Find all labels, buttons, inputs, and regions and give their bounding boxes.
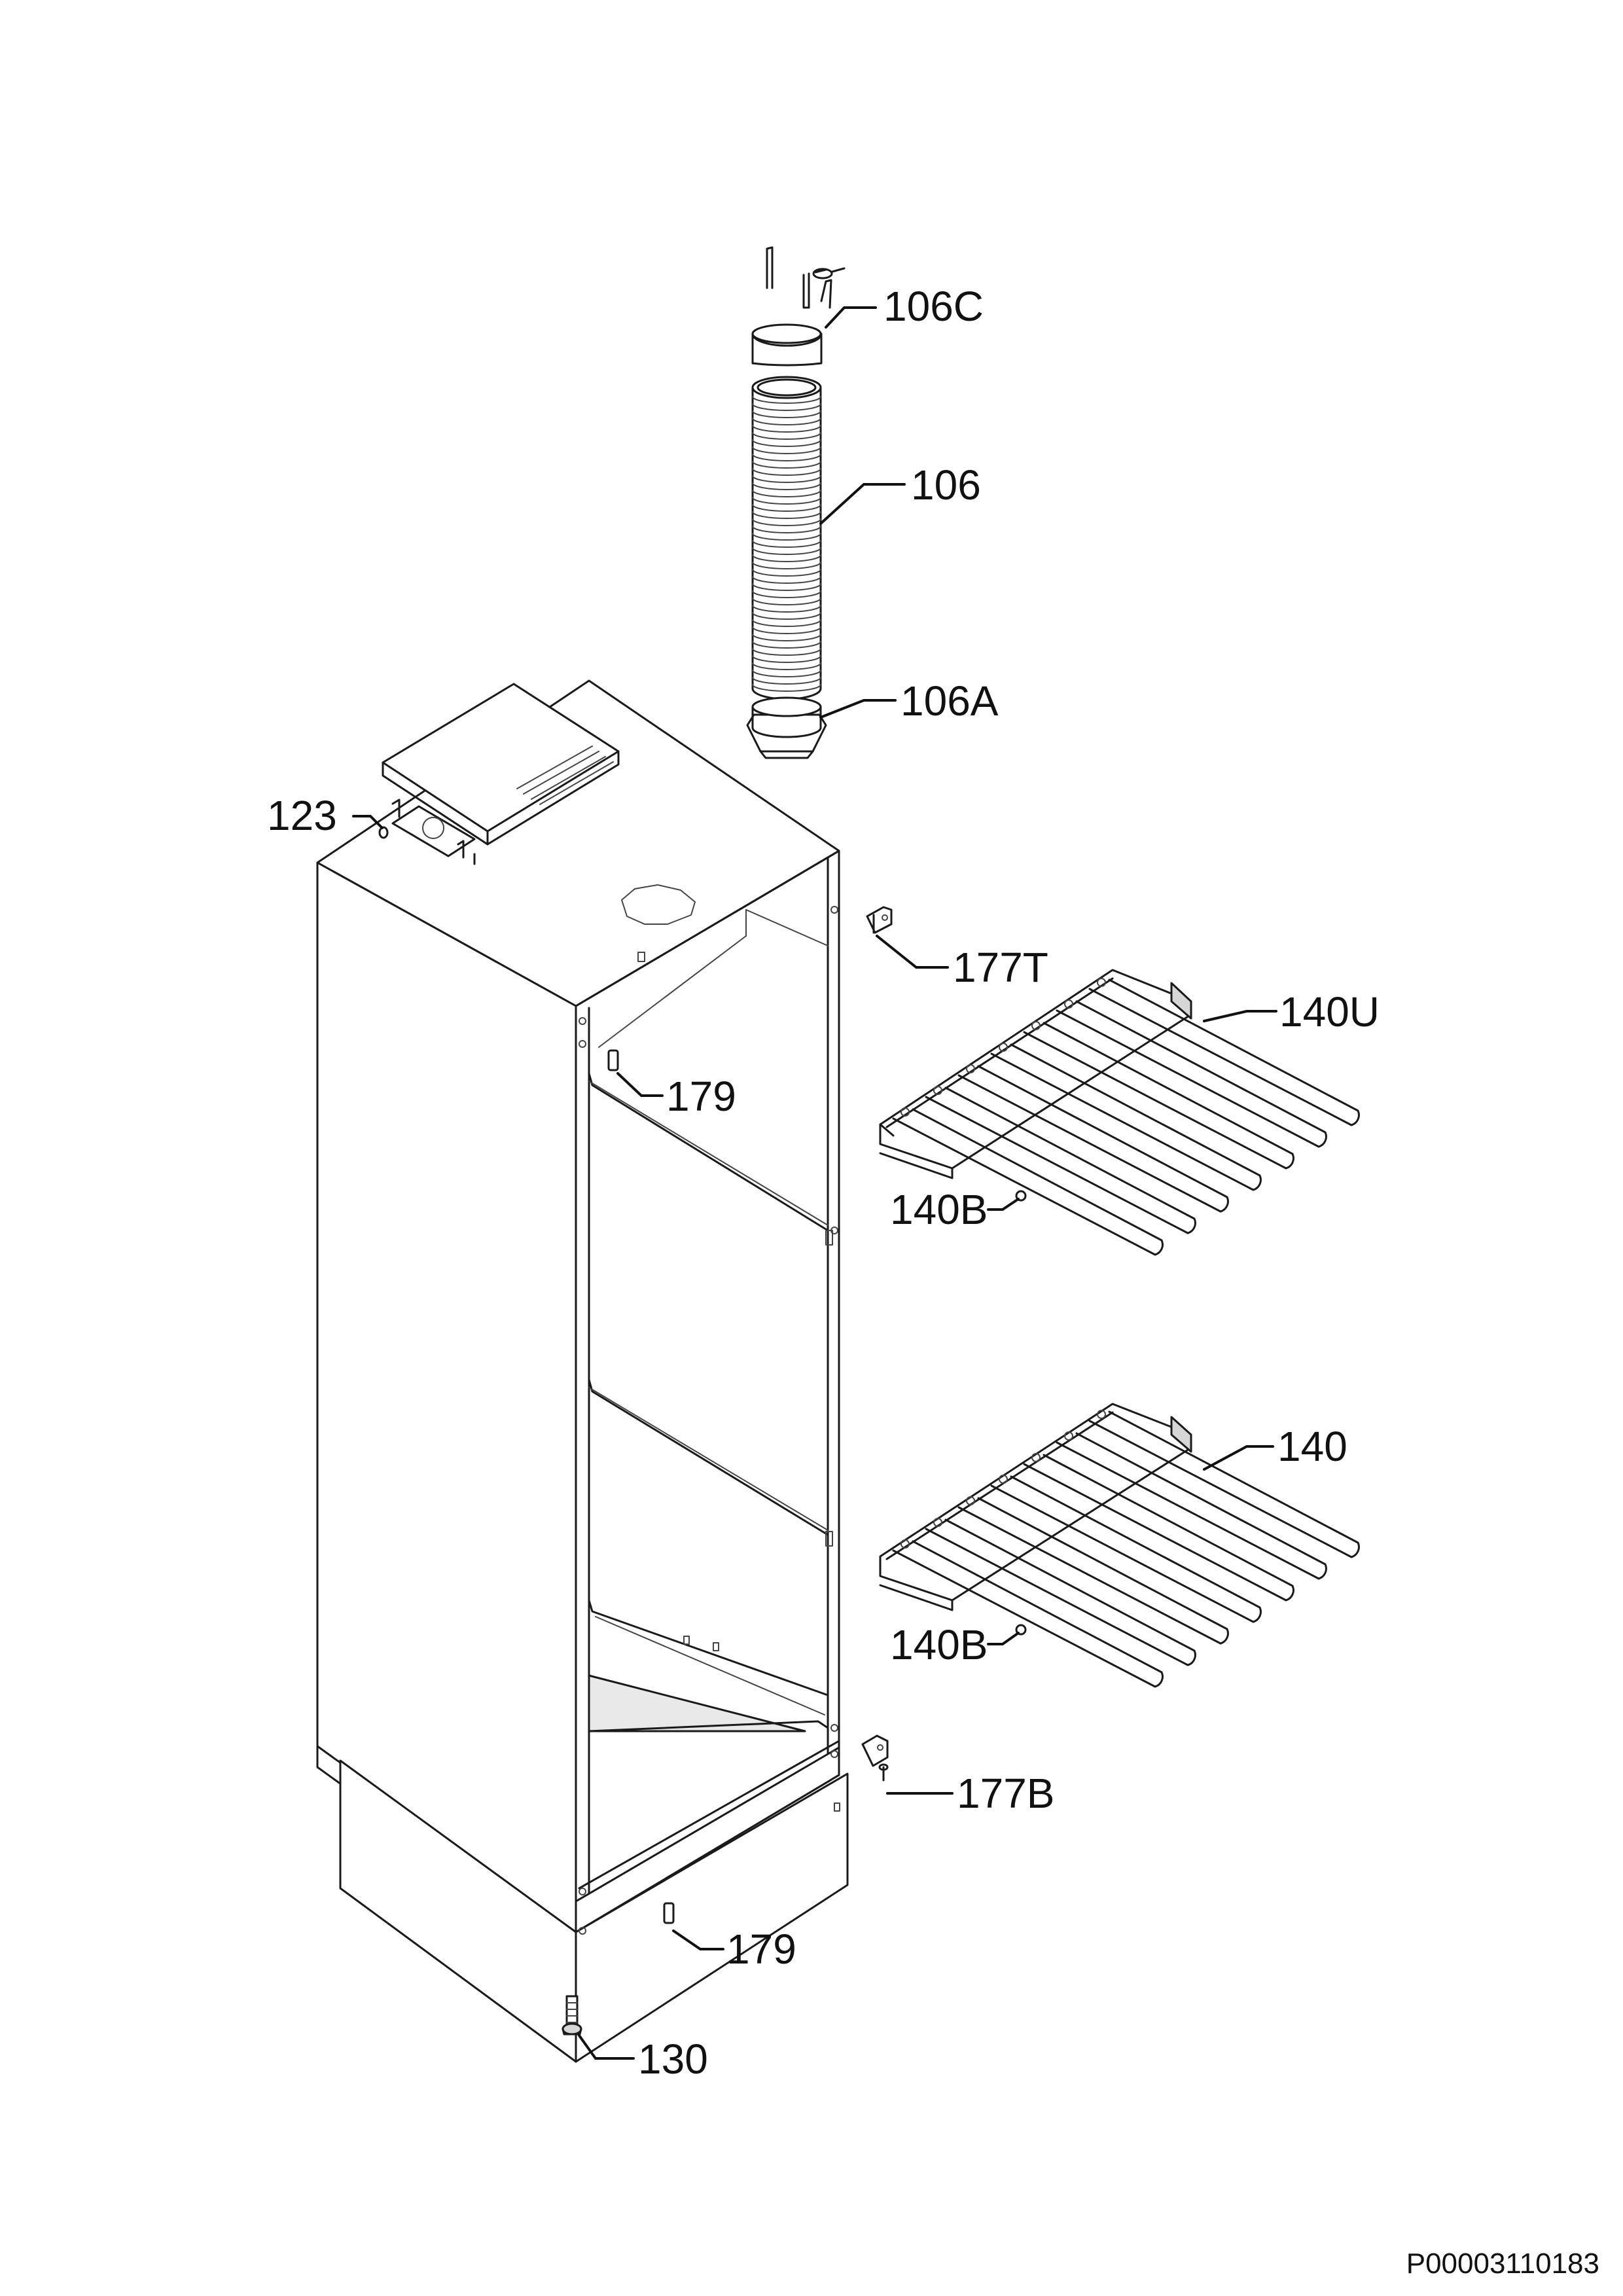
rod-mount: [933, 1518, 942, 1527]
callout-140u: 140U: [1279, 988, 1380, 1035]
rack-rod: [957, 1065, 1229, 1213]
bracket-177b: [861, 1734, 889, 1782]
hose-rib: [752, 626, 821, 634]
rack-rod: [1088, 978, 1360, 1126]
tall-housing-cabinet: [316, 679, 849, 2063]
callout-130: 130: [638, 2036, 708, 2083]
hose-rib: [752, 662, 821, 670]
rack-rod: [990, 1475, 1262, 1623]
rack-rod: [1056, 1000, 1327, 1148]
hose-rib: [752, 598, 821, 605]
document-id: P00003110183: [1406, 2248, 1599, 2280]
callout-140b-upper: 140B: [890, 1186, 988, 1233]
rack-rod: [925, 1518, 1196, 1666]
rack-rod: [892, 1540, 1164, 1688]
hose-rib: [752, 634, 821, 641]
hose-rib: [752, 511, 821, 519]
hose-rib: [752, 655, 821, 663]
rod-mount: [999, 1043, 1008, 1052]
callout-177t: 177T: [953, 944, 1048, 991]
hose-rib: [752, 612, 821, 620]
hose-rib: [752, 461, 821, 469]
callout-106c: 106C: [883, 283, 984, 330]
hose-rib: [752, 410, 821, 418]
hose-rib: [752, 396, 821, 404]
callout-179-top: 179: [666, 1073, 736, 1120]
rack-rod: [1023, 1454, 1294, 1602]
hose-rib: [752, 554, 821, 562]
callout-140b-lower: 140B: [890, 1621, 988, 1668]
pullout-rack-140u: [879, 969, 1360, 1256]
rod-mount: [1064, 999, 1073, 1009]
callout-106a: 106A: [901, 677, 999, 725]
rod-mount: [901, 1539, 910, 1549]
rod-mount: [966, 1064, 975, 1073]
hose-rib: [752, 468, 821, 476]
hose-rib: [752, 454, 821, 461]
hose-rib: [752, 439, 821, 447]
hose-rib: [752, 533, 821, 541]
hose-rib: [752, 569, 821, 577]
hose-rib: [752, 446, 821, 454]
rack-rod: [925, 1086, 1196, 1234]
clip-179-top: [607, 1049, 619, 1071]
rack-rod: [892, 1108, 1164, 1256]
hose-rib: [752, 526, 821, 533]
rack-rod: [990, 1043, 1262, 1191]
duct-clamp-ring: [751, 246, 846, 367]
bracket-177t: [866, 906, 893, 934]
rod-mount: [901, 1107, 910, 1117]
leader-lines: [352, 306, 1277, 2060]
hose-rib: [752, 562, 821, 569]
rod-mount: [1064, 1431, 1073, 1441]
rod-mount: [1097, 978, 1106, 987]
hose-rib: [752, 403, 821, 411]
hose-rib: [752, 641, 821, 649]
rod-mount: [1097, 1410, 1106, 1419]
rod-mount: [999, 1475, 1008, 1484]
callout-177b: 177B: [957, 1770, 1054, 1817]
hose-rib: [752, 482, 821, 490]
hose-rib: [752, 497, 821, 505]
hose-rib: [752, 619, 821, 627]
hose-rib: [752, 540, 821, 548]
hose-rib: [752, 432, 821, 440]
hose-rib: [752, 576, 821, 584]
hose-rib: [752, 590, 821, 598]
hose-rib: [752, 425, 821, 433]
hose-rib: [752, 418, 821, 425]
rod-mount: [1031, 1021, 1041, 1030]
rack-rod: [957, 1497, 1229, 1645]
callout-179-bottom: 179: [726, 1926, 796, 1973]
hose-rib: [752, 677, 821, 685]
rack-rod: [1056, 1432, 1327, 1580]
callout-106: 106: [911, 461, 981, 509]
callout-123: 123: [267, 792, 337, 839]
rod-mount: [966, 1496, 975, 1505]
top-cover-plate: [382, 683, 620, 865]
hose-rib: [752, 547, 821, 555]
hose-rib: [752, 670, 821, 677]
rack-rod: [1088, 1410, 1360, 1558]
part-123-clip: [378, 826, 389, 839]
hose-rib: [752, 583, 821, 591]
rod-mount: [933, 1086, 942, 1095]
clip-179-bottom: [663, 1902, 675, 1924]
rack-rod: [1023, 1022, 1294, 1170]
hose-rib: [752, 475, 821, 483]
hose-rib: [752, 490, 821, 497]
hose-rib: [752, 648, 821, 656]
callout-140: 140: [1277, 1423, 1347, 1470]
adjustable-foot-130: [562, 1995, 582, 2036]
hose-rib: [752, 504, 821, 512]
rod-mount: [1031, 1453, 1041, 1462]
hose-rib: [752, 684, 821, 692]
duct-flange-collar: [746, 696, 827, 759]
hose-rib: [752, 605, 821, 613]
flexible-hose: [751, 376, 822, 700]
hose-rib: [752, 518, 821, 526]
pullout-rack-140: [879, 1403, 1360, 1688]
